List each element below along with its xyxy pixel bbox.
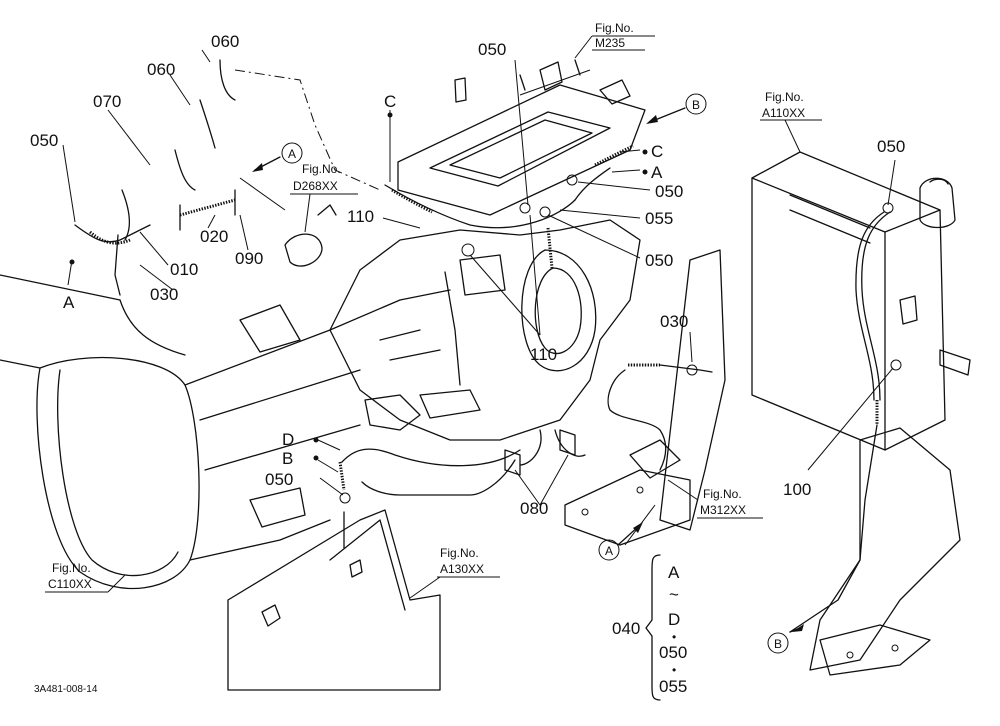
svg-text:A130XX: A130XX	[440, 562, 484, 576]
svg-text:A: A	[605, 544, 613, 558]
fig-ref-m235: Fig.No. M235	[592, 21, 645, 51]
svg-text:C110XX: C110XX	[48, 577, 92, 591]
label-c-right: C	[651, 142, 663, 161]
label-030-mid: 030	[660, 312, 688, 331]
label-d-left: D	[282, 430, 294, 449]
fig-ref-d268xx: Fig.No. D268XX	[290, 162, 358, 233]
circled-ref-a-top: A	[281, 142, 303, 164]
svg-text:B: B	[774, 637, 782, 651]
fig-ref-c110xx: Fig.No. C110XX	[45, 561, 126, 593]
label-050-right: 050	[645, 251, 673, 270]
label-060-second: 060	[147, 60, 175, 79]
fig-ref-m312xx: Fig.No. M312XX	[697, 487, 763, 519]
label-050-left: 050	[30, 131, 58, 150]
label-110-mid: 110	[530, 345, 557, 364]
label-060-top: 060	[211, 32, 239, 51]
svg-text:D: D	[668, 610, 680, 629]
svg-text:050: 050	[659, 643, 687, 662]
radiator-tank	[751, 151, 956, 451]
letter-labels: C C A A D B	[63, 92, 663, 468]
circled-ref-a-bottom: A	[598, 539, 620, 561]
svg-text:Fig.No.: Fig.No.	[52, 561, 91, 575]
fig-references: Fig.No. M235 Fig.No. A110XX Fig.No. D268…	[45, 21, 822, 599]
lower-bracket-plate	[564, 249, 726, 546]
hoses	[74, 59, 891, 633]
label-030-left: 030	[150, 285, 178, 304]
svg-text:A: A	[288, 147, 296, 161]
svg-text:Fig.No.: Fig.No.	[595, 21, 634, 35]
label-070: 070	[93, 92, 121, 111]
svg-text:B: B	[692, 98, 700, 112]
label-050-bottom: 050	[265, 470, 293, 489]
legend-040-label: 040	[612, 619, 640, 638]
reference-arrows	[252, 107, 804, 633]
engine-block	[329, 219, 641, 441]
label-020: 020	[200, 227, 228, 246]
svg-text:055: 055	[659, 677, 687, 696]
fig-ref-a110xx: Fig.No. A110XX	[760, 90, 822, 153]
svg-text:~: ~	[669, 585, 679, 604]
legend-040: 040 A ~ D • 050 • 055	[612, 554, 687, 701]
svg-text:A110XX: A110XX	[762, 106, 805, 120]
label-050-tank: 050	[877, 137, 905, 156]
svg-text:M312XX: M312XX	[700, 503, 746, 517]
fig-ref-a130xx: Fig.No. A130XX	[409, 546, 500, 599]
svg-text:D268XX: D268XX	[293, 179, 338, 193]
circled-refs: A B A B	[281, 93, 789, 654]
label-050-top: 050	[478, 40, 506, 59]
svg-text:A: A	[668, 563, 680, 582]
label-055: 055	[645, 209, 673, 228]
label-b-left: B	[282, 449, 293, 468]
part-number-labels: 060 060 070 050 020 010 090 030 050 050 …	[30, 32, 905, 518]
label-050-mid: 050	[655, 182, 683, 201]
svg-text:M235: M235	[595, 36, 625, 50]
svg-text:•: •	[672, 663, 676, 677]
leader-lines	[62, 35, 896, 546]
circled-ref-b-bottom: B	[767, 632, 789, 654]
drawing-number: 3A481-008-14	[34, 684, 98, 695]
svg-text:•: •	[672, 630, 676, 644]
transmission-housing	[0, 274, 401, 590]
marker-dots	[69, 112, 648, 461]
radiator-bracket	[809, 349, 971, 676]
springs-and-clamps	[179, 77, 902, 504]
label-c-top: C	[384, 92, 396, 111]
svg-text:Fig.No.: Fig.No.	[765, 90, 804, 104]
svg-text:Fig.No.: Fig.No.	[302, 162, 341, 176]
label-100: 100	[783, 480, 811, 499]
label-090: 090	[235, 249, 263, 268]
label-080: 080	[520, 499, 548, 518]
top-cover-plate	[397, 59, 646, 216]
label-010: 010	[170, 260, 198, 279]
label-110-left: 110	[347, 207, 374, 226]
circled-ref-b-top: B	[685, 93, 707, 115]
svg-text:Fig.No.: Fig.No.	[440, 546, 479, 560]
svg-text:Fig.No.: Fig.No.	[703, 487, 742, 501]
label-a-right: A	[651, 163, 663, 182]
lower-cover	[227, 509, 441, 691]
label-a-left: A	[63, 293, 75, 312]
